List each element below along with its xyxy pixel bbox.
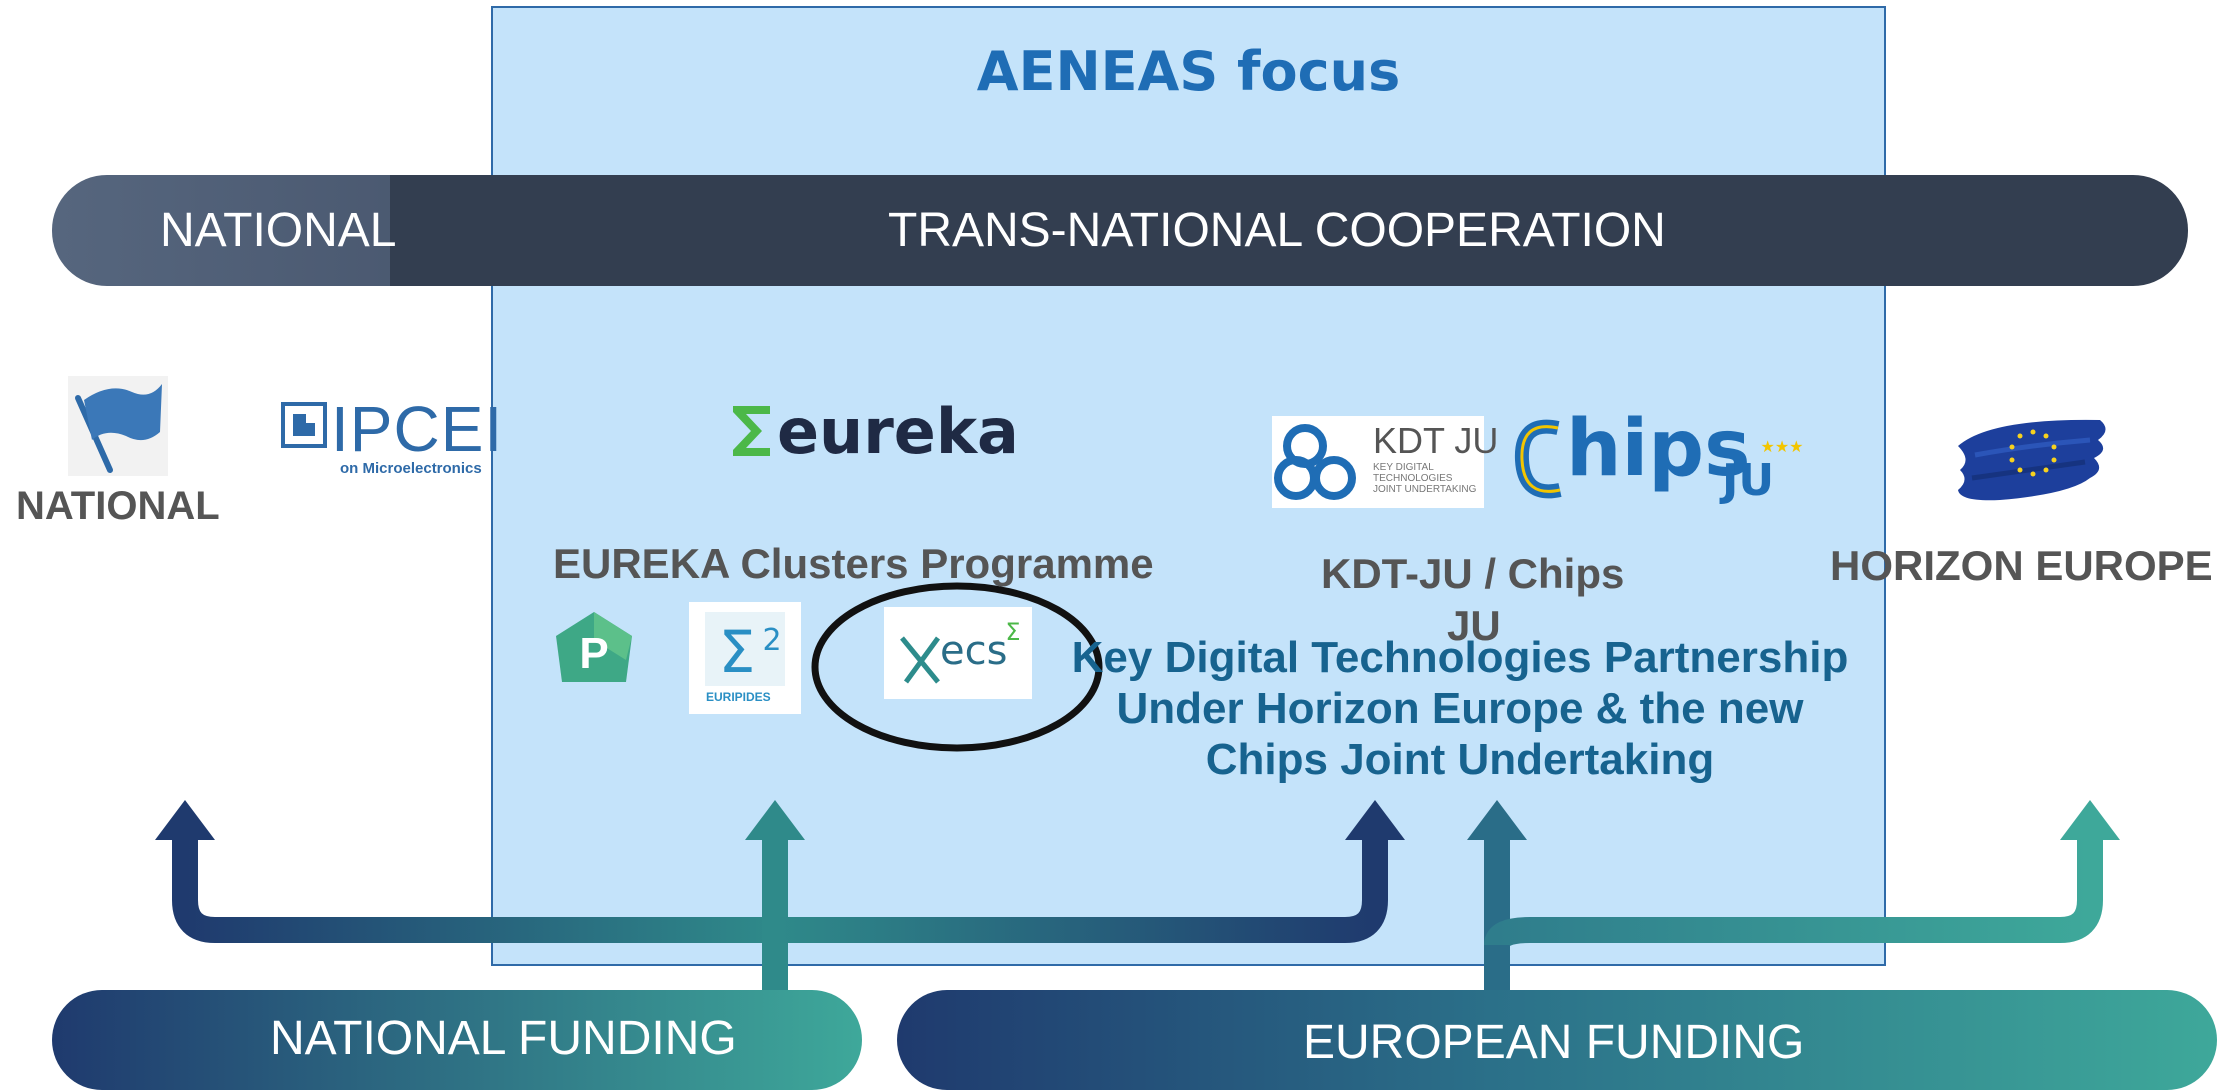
european-funding-label: EUROPEAN FUNDING (1303, 1016, 1805, 1069)
national-funding-arrows (172, 830, 1388, 995)
focus-title: AENEAS focus (976, 40, 1401, 103)
eureka-sigma-icon (733, 406, 770, 456)
eureka-logo-text: eureka (777, 395, 1019, 468)
arrow-head-kdt-european (1467, 800, 1527, 840)
horizon-europe-label: HORIZON EUROPE (1830, 542, 2213, 589)
ipcei-sub-text: on Microelectronics (340, 460, 482, 477)
svg-text:2: 2 (762, 623, 781, 658)
svg-text:Σ: Σ (1005, 618, 1020, 646)
euripides-text: EURIPIDES (706, 690, 771, 704)
penta-logo-icon: P (556, 612, 632, 682)
kdt-ju-logo-icon (1272, 416, 1484, 508)
national-top-label: NATIONAL (160, 204, 397, 257)
chips-ju-logo-icon: ★★★ (1514, 419, 1804, 499)
european-funding-arrows (1484, 830, 2103, 1000)
kdt-logo-text: KDT JU (1373, 420, 1499, 461)
arrow-head-horizon (2060, 800, 2120, 840)
ipcei-logo-text: IPCEI (331, 393, 504, 465)
national-label: NATIONAL (16, 484, 220, 528)
eureka-programme-label: EUREKA Clusters Programme (553, 540, 1154, 587)
arrow-head-national (155, 800, 215, 840)
transnational-bar (390, 175, 2188, 286)
ipcei-chip-icon (281, 402, 327, 448)
national-funding-label: NATIONAL FUNDING (270, 1012, 737, 1065)
xecs-logo-icon: Σ (884, 607, 1032, 699)
arrow-head-eureka (745, 800, 805, 840)
kdt-chips-label-line2: JU (1447, 602, 1501, 649)
aeneas-focus-area (491, 6, 1886, 966)
european-funding-bar (897, 990, 2217, 1090)
svg-text:★★★: ★★★ (1760, 437, 1803, 456)
national-funding-bar (52, 990, 862, 1090)
eu-flag-icon (1958, 419, 2106, 501)
svg-text:Σ: Σ (719, 618, 756, 686)
xecs-highlight-circle (811, 582, 1103, 752)
chips-ju-text: JU (1722, 455, 1775, 506)
transnational-label: TRANS-NATIONAL COOPERATION (888, 204, 1666, 257)
flag-icon (68, 376, 168, 476)
chips-logo-text: hips (1566, 404, 1751, 494)
xecs-text: ecs (940, 628, 1008, 674)
kdt-chips-label-line1: KDT-JU / Chips (1321, 550, 1625, 597)
svg-text:P: P (579, 629, 608, 678)
euripides-logo-icon: Σ 2 (689, 602, 801, 714)
kdt-description: Key Digital Technologies Partnership Und… (1071, 633, 1849, 784)
arrow-head-kdt-national (1345, 800, 1405, 840)
